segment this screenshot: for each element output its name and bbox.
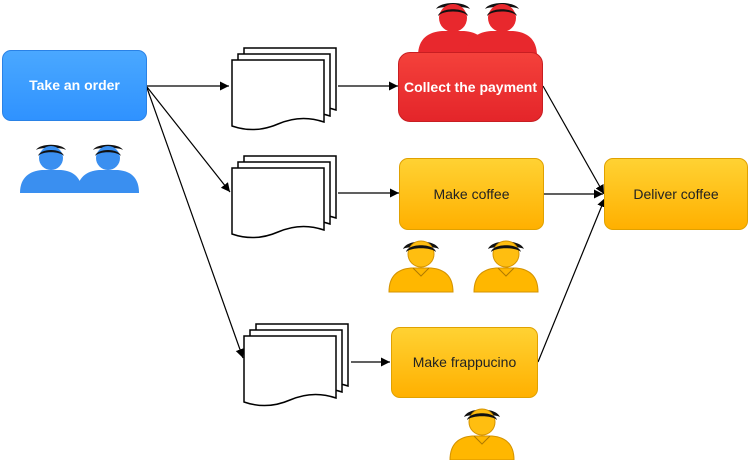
person-icon — [449, 408, 515, 460]
make-coffee-node: Make coffee — [399, 158, 544, 230]
take-order-node: Take an order — [2, 50, 147, 121]
arrow-order-to-coffee-docs — [146, 86, 231, 193]
deliver-coffee-node: Deliver coffee — [604, 158, 748, 230]
person-icon — [467, 3, 537, 56]
connectors — [146, 81, 606, 367]
arrow-frappucino-to-deliver — [537, 197, 606, 363]
collect-payment-node: Collect the payment — [398, 52, 543, 122]
document-stack-icon — [231, 47, 337, 131]
person-icon — [20, 144, 82, 193]
person-icon — [77, 144, 139, 193]
make-frappucino-label: Make frappucino — [412, 354, 517, 371]
person-icon — [473, 240, 539, 293]
deliver-coffee-label: Deliver coffee — [633, 185, 719, 202]
make-frappucino-node: Make frappucino — [391, 327, 538, 398]
take-order-label: Take an order — [29, 77, 120, 94]
make-coffee-label: Make coffee — [433, 185, 510, 202]
person-icon — [388, 240, 454, 293]
document-stack-icon — [231, 155, 337, 239]
arrow-payment-to-deliver — [542, 85, 605, 195]
arrow-order-to-frappucino-docs — [146, 87, 245, 359]
collect-payment-label: Collect the payment — [403, 78, 538, 95]
document-stack-icon — [243, 323, 349, 407]
